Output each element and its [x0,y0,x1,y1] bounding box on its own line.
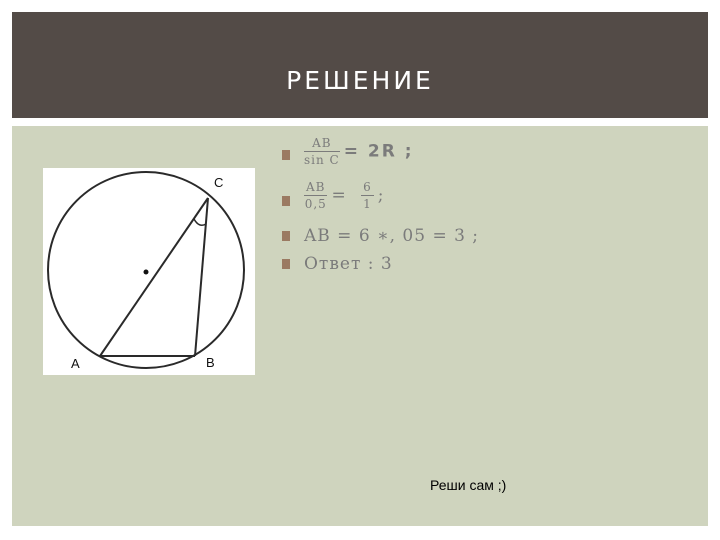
bullet-calculation: AB = 6 ∗, 05 = 3 ; [282,226,682,256]
fraction-ab-05: AB 0,5 [304,180,328,211]
label-c: C [214,175,223,190]
bullet-marker [282,231,290,241]
semicolon: ; [377,185,385,206]
angle-c-arc [193,218,207,226]
footnote-text: Реши сам ;) [430,477,507,493]
side-ac [99,197,209,357]
bullet-marker [282,150,290,160]
bullet-answer: Ответ : 3 [282,254,682,284]
equals-sign: = [331,185,347,206]
label-a: A [71,356,80,371]
answer-text: Ответ : 3 [304,254,393,274]
fraction-ab-sinc: AB sin C [304,136,340,167]
bullet-marker [282,196,290,206]
bullet-formula: AB sin C = 2R ; [282,136,682,170]
side-bc [194,197,209,357]
slide-title: РЕШЕНИЕ [286,66,434,95]
circumcircle [47,171,245,369]
geometry-figure: C A B [43,168,255,375]
slide-header: РЕШЕНИЕ [12,12,708,118]
fraction-6-1: 6 1 [361,180,374,211]
circle-diagram: C A B [47,171,245,371]
formula-rest: = 2R ; [343,141,414,162]
bullet-marker [282,259,290,269]
center-point [143,269,149,275]
bullet-substitution: AB 0,5 = 6 1 ; [282,180,682,212]
calculation-text: AB = 6 ∗, 05 = 3 ; [304,226,480,246]
label-b: B [206,355,215,370]
